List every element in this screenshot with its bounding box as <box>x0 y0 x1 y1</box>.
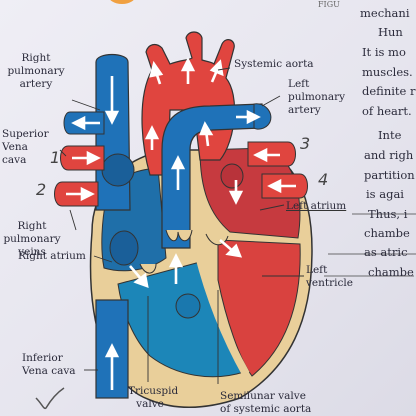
label-semilunar-valve: Semilunar valve of systemic aorta <box>220 390 312 415</box>
handwritten-number-4: 4 <box>318 170 329 189</box>
handwritten-number-1: 1 <box>50 148 61 167</box>
body-text-line: Thus, i <box>368 207 408 221</box>
svc-opening <box>101 153 135 187</box>
label-left-ventricle: Left ventricle <box>306 264 353 289</box>
body-text-line: is agai <box>366 187 404 201</box>
body-text-line: definite r <box>362 84 416 98</box>
body-text-line: partition <box>364 168 415 182</box>
label-superior-vena-cava: Superior Vena cava <box>2 128 49 166</box>
figure-caption-fragment: FIGU <box>318 0 340 9</box>
leader-line <box>259 204 285 211</box>
body-text-line: chambe <box>368 265 414 279</box>
flow-arrows <box>66 57 296 390</box>
page-smudge <box>108 0 136 4</box>
leader-line <box>93 255 113 263</box>
body-text-line: mechani <box>360 6 410 20</box>
checkmark <box>35 387 65 410</box>
lpv-opening <box>220 163 244 189</box>
tricuspid-valve-cusps <box>139 263 157 274</box>
handwritten-underline <box>324 213 416 277</box>
label-tricuspid-valve: Tricuspid valve <box>128 385 179 410</box>
body-text-line: Hun <box>378 25 403 39</box>
label-inferior-vena-cava: Inferior Vena cava <box>22 352 76 377</box>
label-right-atrium: Right atrium <box>18 250 86 262</box>
body-text-line: and righ <box>364 148 414 162</box>
body-text-line: muscles. <box>362 65 413 79</box>
leader-line <box>71 99 101 111</box>
leader-line <box>59 149 67 157</box>
body-text-line: chambe <box>364 226 410 240</box>
semilunar-valve-cusps <box>165 229 193 242</box>
label-left-atrium: Left atrium <box>286 200 347 212</box>
body-text-line: Inte <box>378 128 402 142</box>
ivc-opening <box>109 230 139 266</box>
body-text-line: as atric <box>364 245 408 259</box>
handwritten-number-2: 2 <box>36 180 47 199</box>
body-text-line: of heart. <box>362 104 412 118</box>
label-left-pulmonary-artery: Left pulmonary artery <box>288 78 346 116</box>
pulmonary-trunk <box>161 103 263 249</box>
aortic-opening <box>175 293 201 319</box>
leader-line <box>69 209 77 231</box>
body-text-line: It is mo <box>362 45 406 59</box>
left-ventricle-chamber <box>217 239 301 377</box>
handwritten-number-3: 3 <box>300 134 311 153</box>
label-right-pulmonary-artery: Right pulmonary artery <box>7 52 65 90</box>
leader-line <box>217 67 231 71</box>
septum <box>194 251 250 376</box>
leader-line <box>261 95 281 107</box>
label-right-pulmonary-veins: Right pulmonary veins <box>3 220 61 258</box>
label-systemic-aorta: Systemic aorta <box>234 58 314 70</box>
